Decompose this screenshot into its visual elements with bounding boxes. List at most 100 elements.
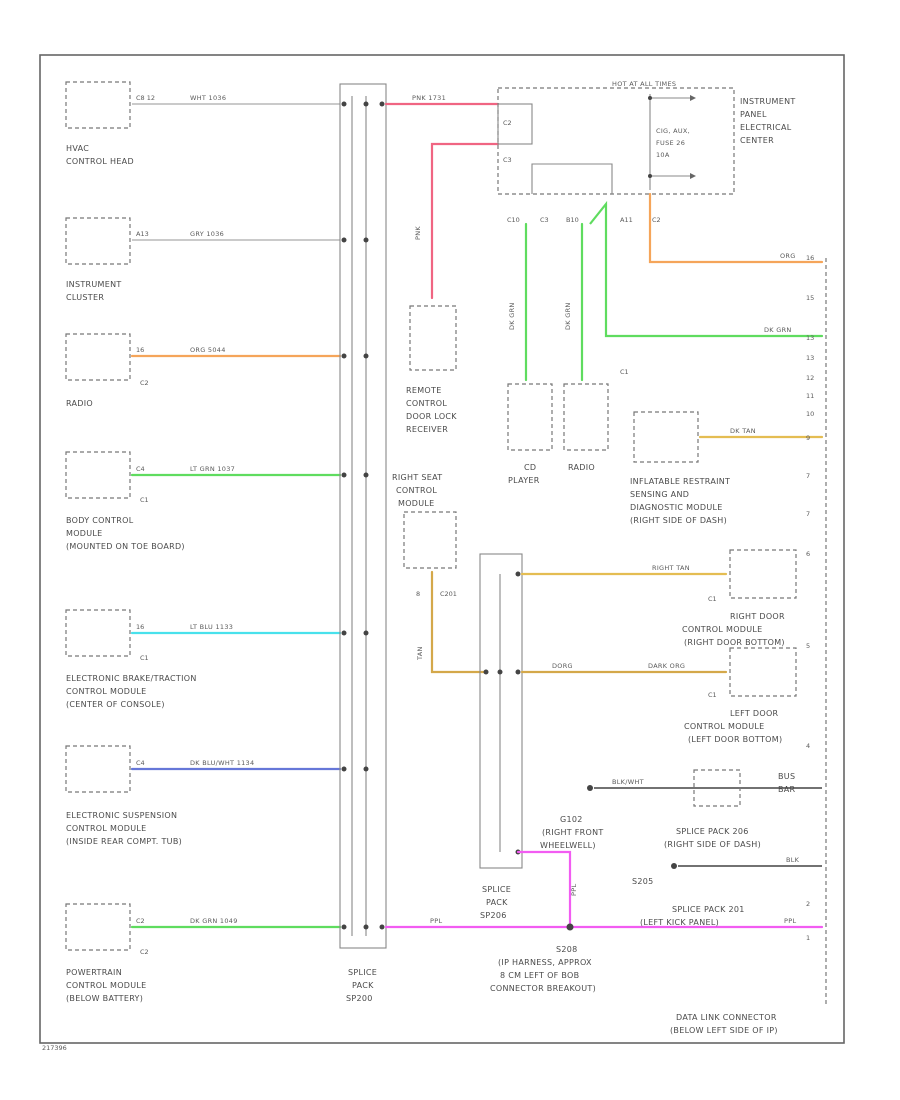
rdcm-label: RIGHT DOOR CONTROL MODULE (RIGHT DOOR BO… [682, 612, 788, 647]
green-dlc-wire-label: DK GRN [764, 326, 792, 334]
ground-g-terminal [587, 785, 593, 791]
splice-pack-sp206 [479, 553, 523, 869]
dkorg-right-wire-label: DARK ORG [648, 662, 685, 670]
hot-at-all-times-label: HOT AT ALL TIMES [612, 80, 676, 88]
rscm-c201-label: C201 [440, 590, 457, 598]
hvac-pin-label: C8 12 [136, 94, 155, 102]
bcm-wire-label: LT GRN 1037 [190, 465, 235, 473]
s208-splice-dot [566, 923, 574, 931]
splice-201-label: SPLICE PACK 201 (LEFT KICK PANEL) [640, 905, 748, 927]
svg-text:7: 7 [806, 510, 810, 518]
magenta-dlc-wire-label: PPL [784, 917, 796, 925]
ipec-label: INSTRUMENT PANEL ELECTRICAL CENTER [740, 97, 798, 145]
svg-text:6: 6 [806, 550, 810, 558]
svg-text:13: 13 [806, 334, 814, 342]
radio-pin-label: 16 [136, 346, 144, 354]
splice-pack-sp200 [339, 83, 387, 949]
ldcm-label: LEFT DOOR CONTROL MODULE (LEFT DOOR BOTT… [684, 709, 782, 744]
wire-orange-dlc [648, 192, 824, 264]
blk-wire-label: BLK [786, 856, 800, 864]
rcdlr-label: REMOTE CONTROL DOOR LOCK RECEIVER [406, 386, 460, 434]
hvac-label: HVAC CONTROL HEAD [66, 144, 134, 166]
ipec-b10-label: B10 [566, 216, 579, 224]
svg-text:13: 13 [806, 354, 814, 362]
svg-text:16: 16 [806, 254, 814, 262]
ebcm-connector-label: C1 [140, 654, 149, 662]
sp206-terminals [483, 571, 521, 855]
ipec-fuse-arrows [648, 95, 696, 179]
radio-c1-label: C1 [620, 368, 629, 376]
cd-player-label: CD PLAYER [508, 463, 540, 485]
radio-right-label: RADIO [568, 463, 595, 472]
pink-top-wire-label: PNK 1731 [412, 94, 446, 102]
ipec-c10-label: C10 [507, 216, 520, 224]
escm-box [65, 745, 131, 793]
ipec-c2-label: C2 [503, 119, 512, 127]
ebcm-box [65, 609, 131, 657]
instrument-cluster-label: INSTRUMENT CLUSTER [66, 280, 124, 302]
cd-player-box [507, 383, 553, 451]
ipec-inner-block [497, 103, 533, 145]
bcm-label: BODY CONTROL MODULE (MOUNTED ON TOE BOAR… [66, 516, 185, 551]
dlc-label: DATA LINK CONNECTOR (BELOW LEFT SIDE OF … [670, 1013, 780, 1035]
radio-left-label: RADIO [66, 399, 93, 408]
diagram-frame [39, 54, 845, 1044]
ipec-a11-label: A11 [620, 216, 633, 224]
bcm-connector-label: C1 [140, 496, 149, 504]
ipec-c3-label: C3 [503, 156, 512, 164]
rdcm-c1-label: C1 [708, 595, 717, 603]
wire-tan-rscm [430, 570, 488, 674]
fuse-label: CIG, AUX, FUSE 26 10A [656, 127, 692, 159]
green-radio-wire-label: DK GRN [564, 302, 572, 330]
tan-rscm-wire-label: TAN [416, 646, 424, 661]
wire-green-dlc [589, 200, 824, 338]
wire-magenta-sp206 [516, 850, 572, 929]
ipec-internal-link [531, 163, 613, 194]
rdcm-box [729, 549, 797, 599]
radio-right-box [563, 383, 609, 451]
cluster-pin-label: A13 [136, 230, 149, 238]
cluster-wire-label: GRY 1036 [190, 230, 224, 238]
pcm-label: POWERTRAIN CONTROL MODULE (BELOW BATTERY… [66, 968, 149, 1003]
g102-label: G102 (RIGHT FRONT WHEELWELL) [540, 815, 606, 850]
escm-label: ELECTRONIC SUSPENSION CONTROL MODULE (IN… [66, 811, 182, 846]
instrument-cluster-box [65, 217, 131, 265]
tan-rdcm-wire-label: RIGHT TAN [652, 564, 690, 572]
rscm-pin-label: 8 [416, 590, 420, 598]
ldcm-box [729, 647, 797, 697]
tan-sdm-wire-label: DK TAN [730, 427, 756, 435]
splice-206-label: SPLICE PACK 206 (RIGHT SIDE OF DASH) [664, 827, 761, 849]
bus-bar-label: BUS BAR [778, 772, 798, 794]
sdm-box [633, 411, 699, 463]
svg-text:2: 2 [806, 900, 810, 908]
s205-label: S205 [632, 877, 654, 886]
sp200-label: SPLICE PACK SP200 [346, 968, 380, 1003]
reference-code: 217396 [42, 1044, 67, 1052]
radio-connector-label: C2 [140, 379, 149, 387]
sp206-label: SPLICE PACK SP206 [480, 885, 514, 920]
pcm-box [65, 903, 131, 951]
hvac-wire-label: WHT 1036 [190, 94, 226, 102]
pcm-pin-label: C2 [136, 917, 145, 925]
svg-text:11: 11 [806, 392, 814, 400]
ipec-c3b-label: C3 [540, 216, 549, 224]
orange-dlc-wire-label: ORG [780, 252, 796, 260]
magenta-left-wire-label: PPL [430, 917, 442, 925]
svg-text:7: 7 [806, 472, 810, 480]
sp200-terminals [341, 101, 385, 930]
radio-left-box [65, 333, 131, 381]
svg-text:1: 1 [806, 934, 810, 942]
dkorg-left-wire-label: DORG [552, 662, 573, 670]
radio-wire-label: ORG 5044 [190, 346, 226, 354]
ebcm-label: ELECTRONIC BRAKE/TRACTION CONTROL MODULE… [66, 674, 199, 709]
rscm-box [403, 511, 457, 569]
blk-wht-wire-label: BLK/WHT [612, 778, 644, 786]
svg-text:9: 9 [806, 434, 810, 442]
bcm-pin-label: C4 [136, 465, 145, 473]
rcdlr-box [409, 305, 457, 371]
s205-terminal [671, 863, 677, 869]
s208-label: S208 (IP HARNESS, APPROX 8 CM LEFT OF BO… [490, 945, 596, 993]
svg-text:15: 15 [806, 294, 814, 302]
pink-vert-wire-label: PNK [414, 226, 422, 240]
